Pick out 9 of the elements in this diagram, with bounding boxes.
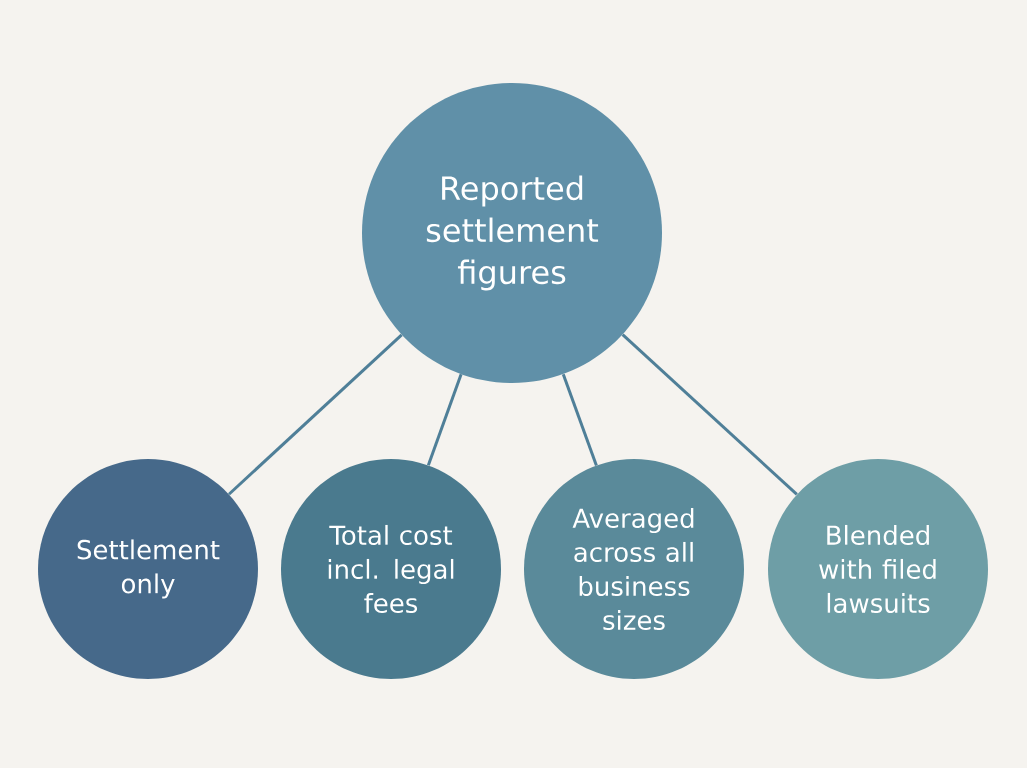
circle-node: Settlement only bbox=[38, 459, 258, 679]
circle-node: Reported settlement figures bbox=[362, 83, 662, 383]
circle-node: Total cost incl. legal fees bbox=[281, 459, 501, 679]
connector-line bbox=[621, 333, 798, 496]
connector-line bbox=[561, 373, 598, 466]
connector-line bbox=[227, 333, 403, 496]
circle-node: Averaged across all business sizes bbox=[524, 459, 744, 679]
connector-line bbox=[426, 373, 463, 466]
circle-node: Blended with filed lawsuits bbox=[768, 459, 988, 679]
